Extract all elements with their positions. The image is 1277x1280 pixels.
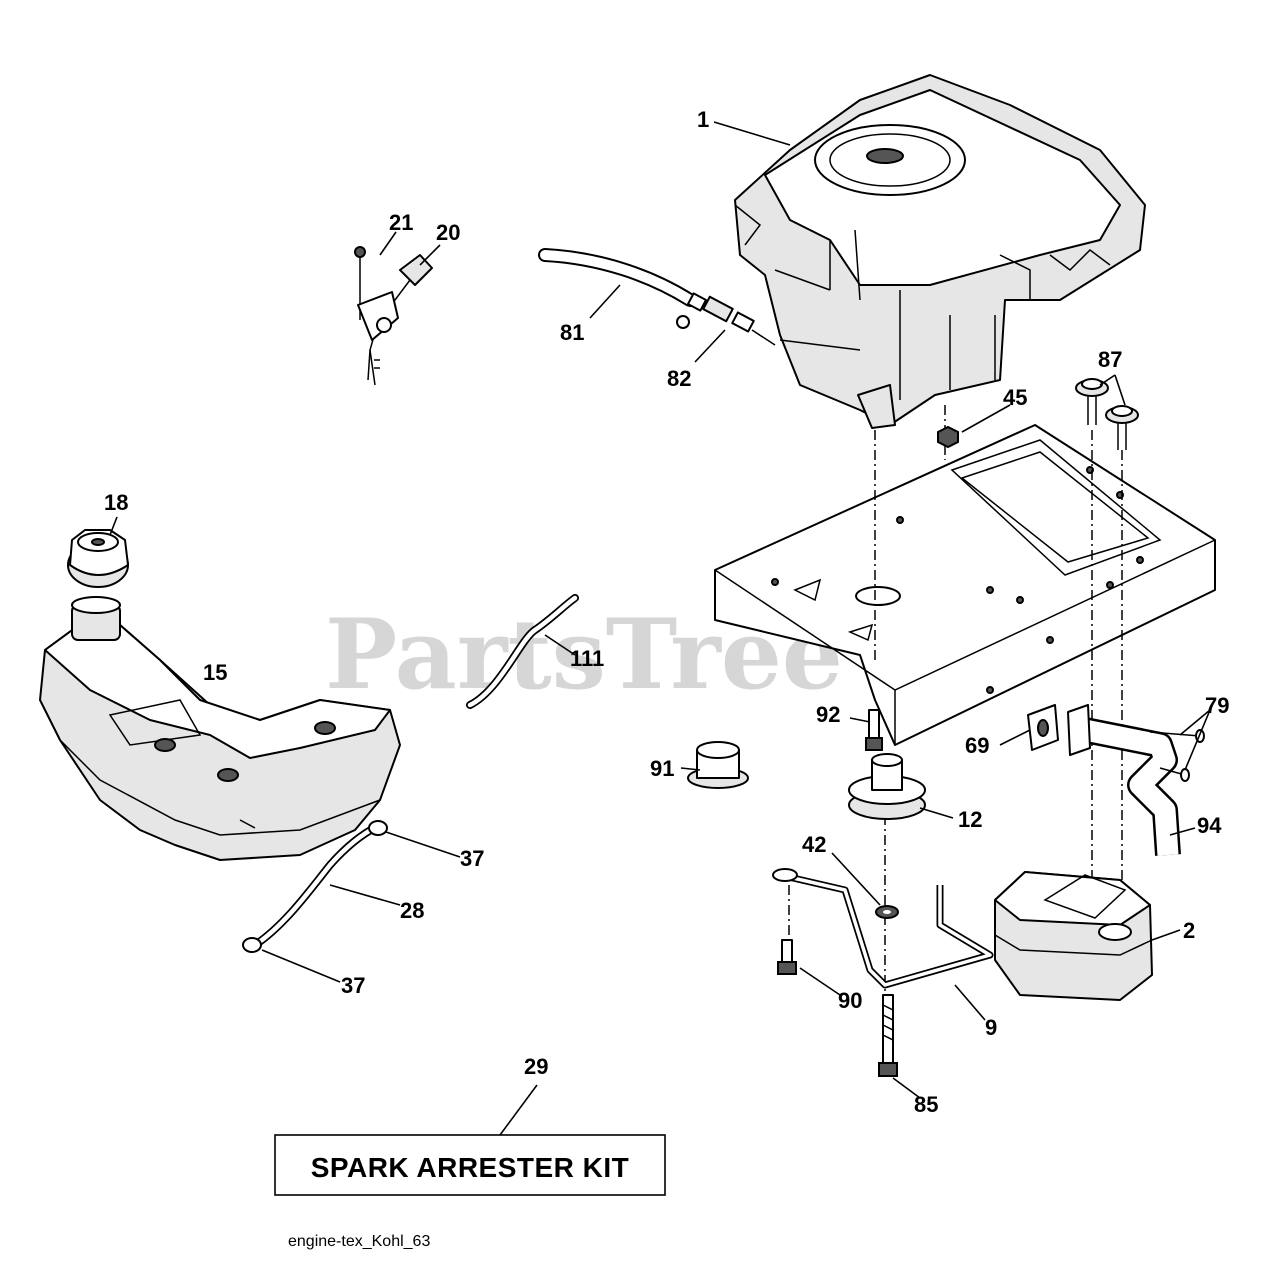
- spark-arrester-kit-box[interactable]: SPARK ARRESTER KIT: [274, 1134, 666, 1196]
- bushing-91[interactable]: [687, 741, 749, 789]
- callout-28: 28: [400, 898, 424, 923]
- callout-92: 92: [816, 702, 840, 727]
- callout-15: 15: [203, 660, 227, 685]
- fuel-tank-15[interactable]: [39, 596, 401, 861]
- callout-94: 94: [1197, 813, 1222, 838]
- callout-21: 21: [389, 210, 413, 235]
- callout-82: 82: [667, 366, 691, 391]
- nut-45[interactable]: [937, 425, 959, 449]
- callout-29: 29: [524, 1054, 548, 1079]
- callout-42: 42: [802, 832, 826, 857]
- knob-20[interactable]: [357, 254, 433, 386]
- callout-45: 45: [1003, 385, 1027, 410]
- callout-20: 20: [436, 220, 460, 245]
- bolt-87-left[interactable]: [1075, 378, 1109, 425]
- bolt-85[interactable]: [878, 994, 898, 1077]
- callout-18: 18: [104, 490, 128, 515]
- fuel-hose-81[interactable]: [538, 248, 697, 307]
- gasket-69[interactable]: [1027, 704, 1059, 751]
- fuel-line-28[interactable]: [251, 822, 382, 949]
- hose-clamp-37-lower[interactable]: [242, 937, 262, 953]
- callout-37-lower: 37: [341, 973, 365, 998]
- callout-85: 85: [914, 1092, 938, 1117]
- callout-1: 1: [697, 107, 709, 132]
- callout-87: 87: [1098, 347, 1122, 372]
- callout-111: 111: [570, 646, 604, 671]
- hose-111[interactable]: [466, 594, 579, 709]
- callout-79: 79: [1205, 693, 1229, 718]
- bolt-87-right[interactable]: [1105, 405, 1139, 450]
- hose-clamp-37-upper[interactable]: [368, 820, 388, 836]
- fuel-fitting-82[interactable]: [676, 292, 776, 346]
- diagram-filename: engine-tex_Kohl_63: [288, 1233, 430, 1250]
- spark-arrester-kit-label: SPARK ARRESTER KIT: [311, 1152, 630, 1183]
- callout-12: 12: [958, 807, 982, 832]
- engine-part[interactable]: [734, 74, 1146, 429]
- bracket-9[interactable]: [772, 868, 994, 989]
- engine-mounting-plate[interactable]: [714, 424, 1216, 746]
- exhaust-pipe-94[interactable]: [1067, 704, 1181, 856]
- callout-69: 69: [965, 733, 989, 758]
- callout-91: 91: [650, 756, 674, 781]
- pulley-12[interactable]: [848, 753, 926, 820]
- callout-2: 2: [1183, 918, 1195, 943]
- muffler-2[interactable]: [994, 871, 1153, 1001]
- callout-9: 9: [985, 1015, 997, 1040]
- washer-42[interactable]: [875, 905, 899, 919]
- fuel-cap-18[interactable]: [67, 529, 129, 588]
- callout-37-upper: 37: [460, 846, 484, 871]
- callout-81: 81: [560, 320, 584, 345]
- bolt-90[interactable]: [777, 939, 797, 975]
- callout-90: 90: [838, 988, 862, 1013]
- bolt-92[interactable]: [865, 709, 883, 751]
